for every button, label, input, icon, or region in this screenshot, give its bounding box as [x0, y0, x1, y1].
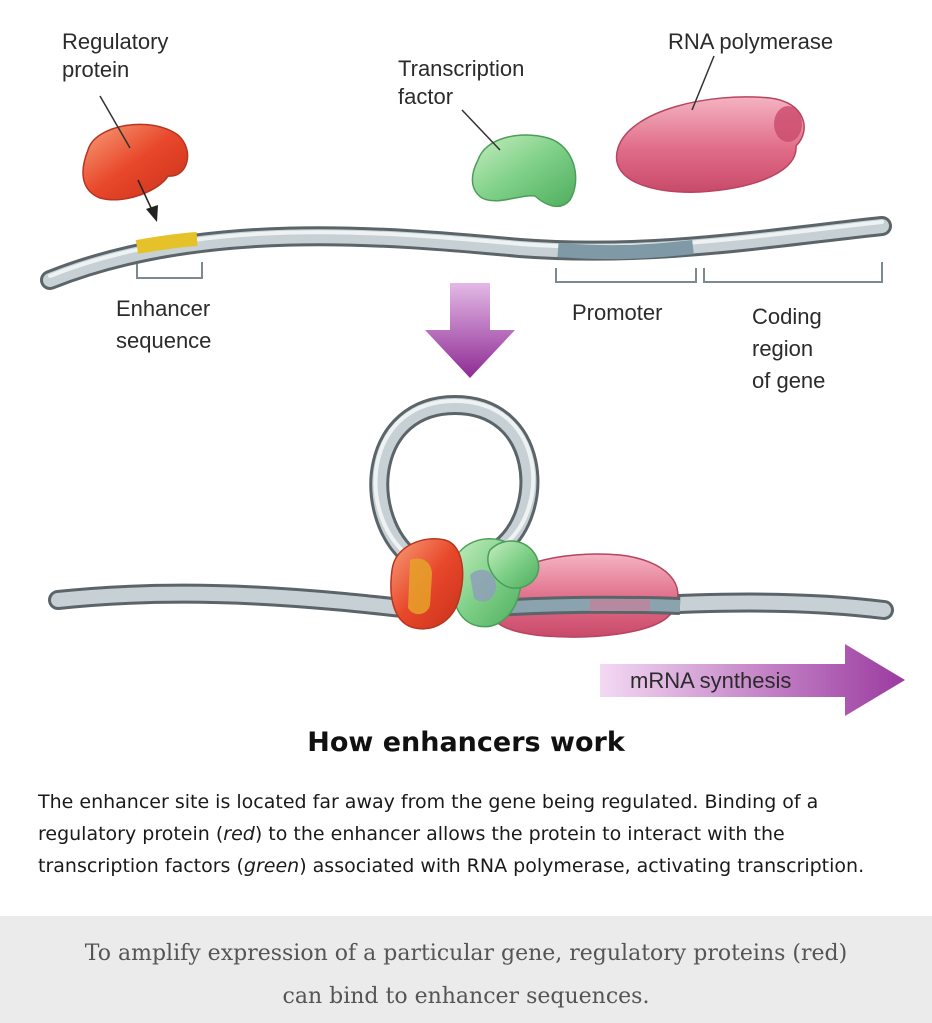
promoter-label: Promoter: [572, 300, 662, 325]
enhancer-bracket: [137, 262, 202, 278]
transcription-factor-label: Transcription factor: [398, 56, 530, 109]
caption-line-1: To amplify expression of a particular ge…: [0, 932, 932, 975]
regulatory-protein-label: Regulatory protein: [62, 29, 175, 82]
enhancer-sequence-label: Enhancer sequence: [116, 296, 216, 353]
bound-regulatory-protein: [391, 539, 463, 629]
transcription-factor-shape: [472, 135, 575, 206]
rna-polymerase-label: RNA polymerase: [668, 29, 833, 54]
figure-title: How enhancers work: [0, 727, 932, 758]
transcription-factor-leader: [462, 110, 500, 150]
mrna-synthesis-label: mRNA synthesis: [630, 668, 791, 693]
promoter-bracket: [556, 268, 696, 282]
enhancer-segment: [137, 239, 197, 247]
rna-polymerase-shape: [617, 97, 805, 192]
transition-arrow: [425, 283, 515, 378]
dna-loop: [376, 401, 534, 555]
dna-strand-top: [50, 222, 882, 280]
image-caption: To amplify expression of a particular ge…: [0, 916, 932, 1023]
promoter-segment: [558, 247, 693, 252]
regulatory-protein-shape: [83, 124, 188, 199]
coding-region-label: Coding region of gene: [752, 304, 828, 393]
coding-region-bracket: [704, 262, 882, 282]
caption-line-2: can bind to enhancer sequences.: [0, 975, 932, 1018]
figure-description: The enhancer site is located far away fr…: [38, 786, 910, 882]
